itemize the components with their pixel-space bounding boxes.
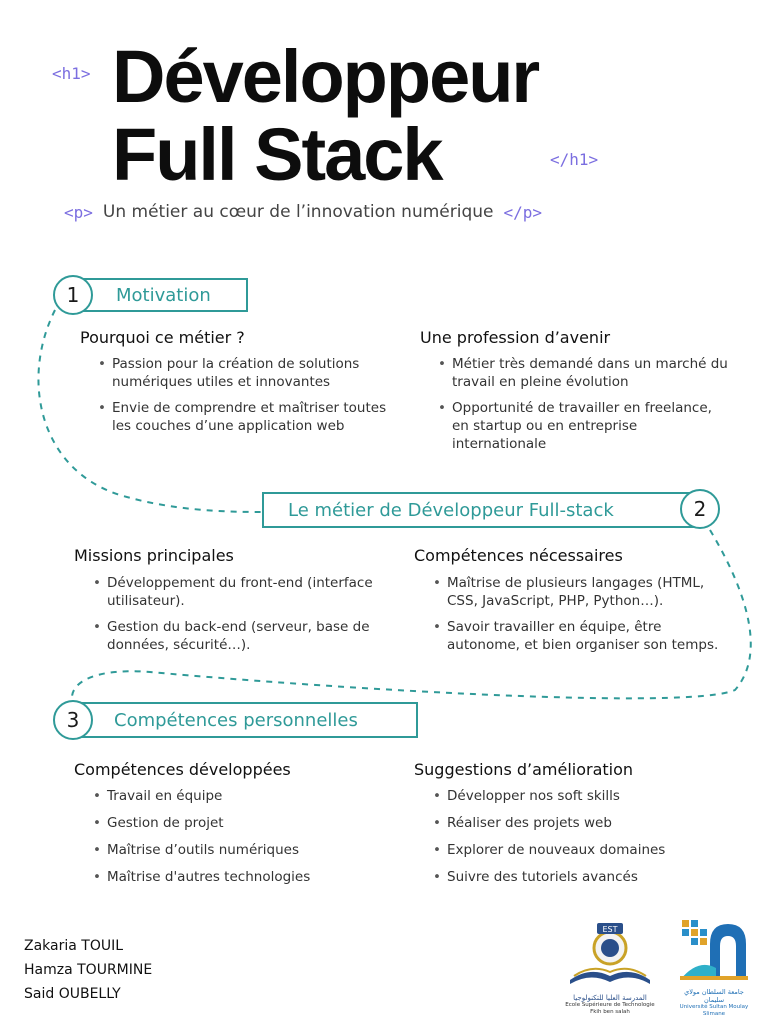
section-2-col1-list: Développement du front-end (interface ut… [87,574,387,662]
usms-emblem-icon [680,920,748,980]
est-city: Fkih ben salah [590,1009,630,1015]
section-3-col2-heading: Suggestions d’amélioration [414,760,634,779]
list-item: Suivre des tutoriels avancés [427,868,727,886]
usms-name-ar: جامعة السلطان مولاي سليمان [684,988,744,1004]
est-emblem-icon: EST [570,923,650,984]
list-item: Développement du front-end (interface ut… [87,574,387,610]
usms-logo: جامعة السلطان مولاي سليمان Université Su… [674,914,754,1018]
p-open-tag: <p> [64,202,93,222]
list-item: Passion pour la création de solutions nu… [92,355,392,391]
section-1-col2-list: Métier très demandé dans un marché du tr… [432,355,732,461]
section-3-col1-heading: Compétences développées [74,760,291,779]
list-item: Développer nos soft skills [427,787,727,805]
list-item: Maîtrise d’outils numériques [87,841,387,859]
authors-list: Zakaria TOUIL Hamza TOURMINE Said OUBELL… [24,934,152,1006]
page-title-line1: Développeur [112,35,540,118]
author-name: Said OUBELLY [24,986,121,1002]
section-2-title-box: Le métier de Développeur Full-stack [262,492,698,528]
section-1-number: 1 [53,275,93,315]
author-name: Hamza TOURMINE [24,962,153,978]
list-item: Gestion de projet [87,814,387,832]
section-3-col2-list: Développer nos soft skills Réaliser des … [427,787,727,895]
list-item: Envie de comprendre et maîtriser toutes … [92,399,392,435]
h1-open-tag: <h1> [52,64,91,83]
section-2-col2-heading: Compétences nécessaires [414,546,623,565]
section-1-title: Motivation [116,284,211,306]
subtitle-row: <p> Un métier au cœur de l’innovation nu… [64,202,542,222]
section-2-title: Le métier de Développeur Full-stack [288,499,614,521]
section-2-col1-heading: Missions principales [74,546,234,565]
list-item: Maîtrise d'autres technologies [87,868,387,886]
est-name-fr: Ecole Supérieure de Technologie [565,1002,655,1008]
list-item: Savoir travailler en équipe, être autono… [427,618,727,654]
list-item: Maîtrise de plusieurs langages (HTML, CS… [427,574,727,610]
section-1-col1-list: Passion pour la création de solutions nu… [92,355,392,443]
section-2-col2-list: Maîtrise de plusieurs langages (HTML, CS… [427,574,727,662]
est-logo: EST المدرسة العليا للتكنولوجيا Ecole Sup… [560,920,660,1016]
section-1-col2-heading: Une profession d’avenir [420,328,611,347]
est-badge-label: EST [602,925,617,934]
list-item: Métier très demandé dans un marché du tr… [432,355,732,391]
list-item: Explorer de nouveaux domaines [427,841,727,859]
page-subtitle: Un métier au cœur de l’innovation numéri… [102,202,494,222]
list-item: Opportunité de travailler en freelance, … [432,399,732,453]
page-title-line2: Full Stack [112,113,444,196]
list-item: Réaliser des projets web [427,814,727,832]
est-name-ar: المدرسة العليا للتكنولوجيا [573,994,647,1002]
section-2-number: 2 [680,489,720,529]
section-3-col1-list: Travail en équipe Gestion de projet Maît… [87,787,387,895]
h1-close-tag: </h1> [550,150,599,169]
p-close-tag: </p> [503,202,543,222]
section-3-title-box: Compétences personnelles [78,702,418,738]
section-3-number: 3 [53,700,93,740]
section-1-title-box: Motivation [78,278,248,312]
section-3-title: Compétences personnelles [114,709,358,731]
list-item: Gestion du back-end (serveur, base de do… [87,618,387,654]
author-name: Zakaria TOUIL [24,938,124,954]
usms-name-fr: Université Sultan Moulay Slimane [679,1004,749,1017]
section-1-col1-heading: Pourquoi ce métier ? [80,328,245,347]
list-item: Travail en équipe [87,787,387,805]
